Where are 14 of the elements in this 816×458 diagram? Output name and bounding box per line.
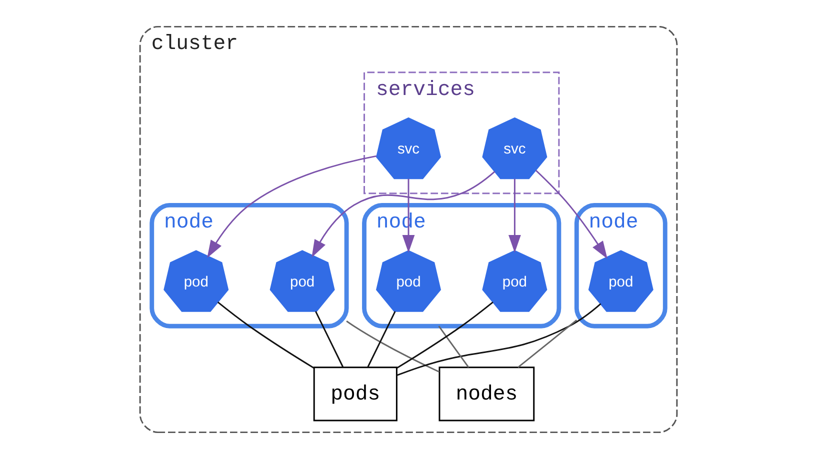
node-box: pods: [312, 366, 397, 421]
connector: [216, 301, 314, 368]
connector: [517, 319, 577, 368]
arrow: [508, 178, 520, 252]
connector: [346, 320, 440, 372]
connector: [366, 310, 396, 367]
connector: [314, 310, 344, 367]
connector: [438, 325, 469, 368]
arrow: [206, 154, 376, 258]
connector: [396, 301, 493, 368]
arrow: [311, 170, 495, 258]
arrow: [534, 169, 607, 258]
connector: [396, 302, 601, 376]
node-box: nodes: [438, 366, 534, 421]
